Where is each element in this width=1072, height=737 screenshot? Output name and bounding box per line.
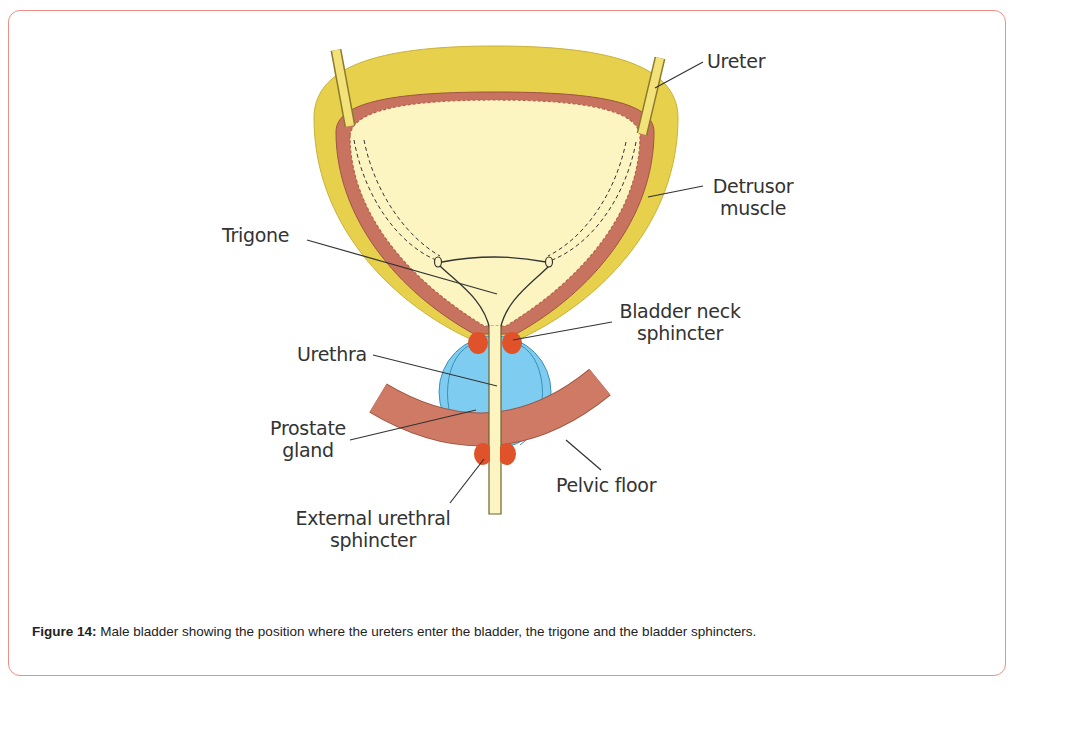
bladder-lumen xyxy=(350,100,640,326)
ureter-course xyxy=(354,140,436,260)
trigone-edge xyxy=(442,257,546,262)
ureter-tube xyxy=(336,50,350,126)
leader-line xyxy=(655,62,703,88)
part-label: Trigone xyxy=(222,224,312,246)
leader-line xyxy=(450,459,484,503)
part-label: Pelvic floor xyxy=(556,474,686,496)
part-label: Prostate gland xyxy=(258,417,358,461)
leader-lines xyxy=(307,62,703,503)
detrusor-muscle xyxy=(336,92,654,334)
part-label: Ureter xyxy=(707,50,797,72)
ureter-course xyxy=(364,140,440,256)
leader-line xyxy=(566,440,601,470)
leader-line xyxy=(648,186,703,197)
ureter-course xyxy=(552,142,636,260)
ureter-outline xyxy=(336,50,350,126)
bladder-neck-sphincter xyxy=(468,332,488,354)
leader-line xyxy=(513,322,612,340)
ureteric-orifice xyxy=(546,257,553,267)
trigone-edge xyxy=(500,266,549,330)
urethra-tube xyxy=(489,326,501,514)
bladder-neck-sphincter xyxy=(502,332,522,354)
external-sphincter xyxy=(474,443,492,465)
external-sphincter xyxy=(498,443,516,465)
part-label: External urethral sphincter xyxy=(278,507,468,551)
part-label: Urethra xyxy=(297,343,387,365)
part-label: Detrusor muscle xyxy=(698,175,808,219)
leader-line xyxy=(350,410,476,440)
leader-line xyxy=(307,240,497,294)
trigone-edge xyxy=(440,266,490,330)
figure-caption: Figure 14: Male bladder showing the posi… xyxy=(32,623,992,640)
ureter-outline xyxy=(642,58,660,134)
urethra-lumen xyxy=(490,336,500,466)
ureteric-orifice xyxy=(435,257,442,267)
ureter-tube xyxy=(642,58,660,134)
leader-line xyxy=(373,355,497,386)
ureter-course xyxy=(548,142,626,256)
part-label: Bladder neck sphincter xyxy=(605,300,755,344)
